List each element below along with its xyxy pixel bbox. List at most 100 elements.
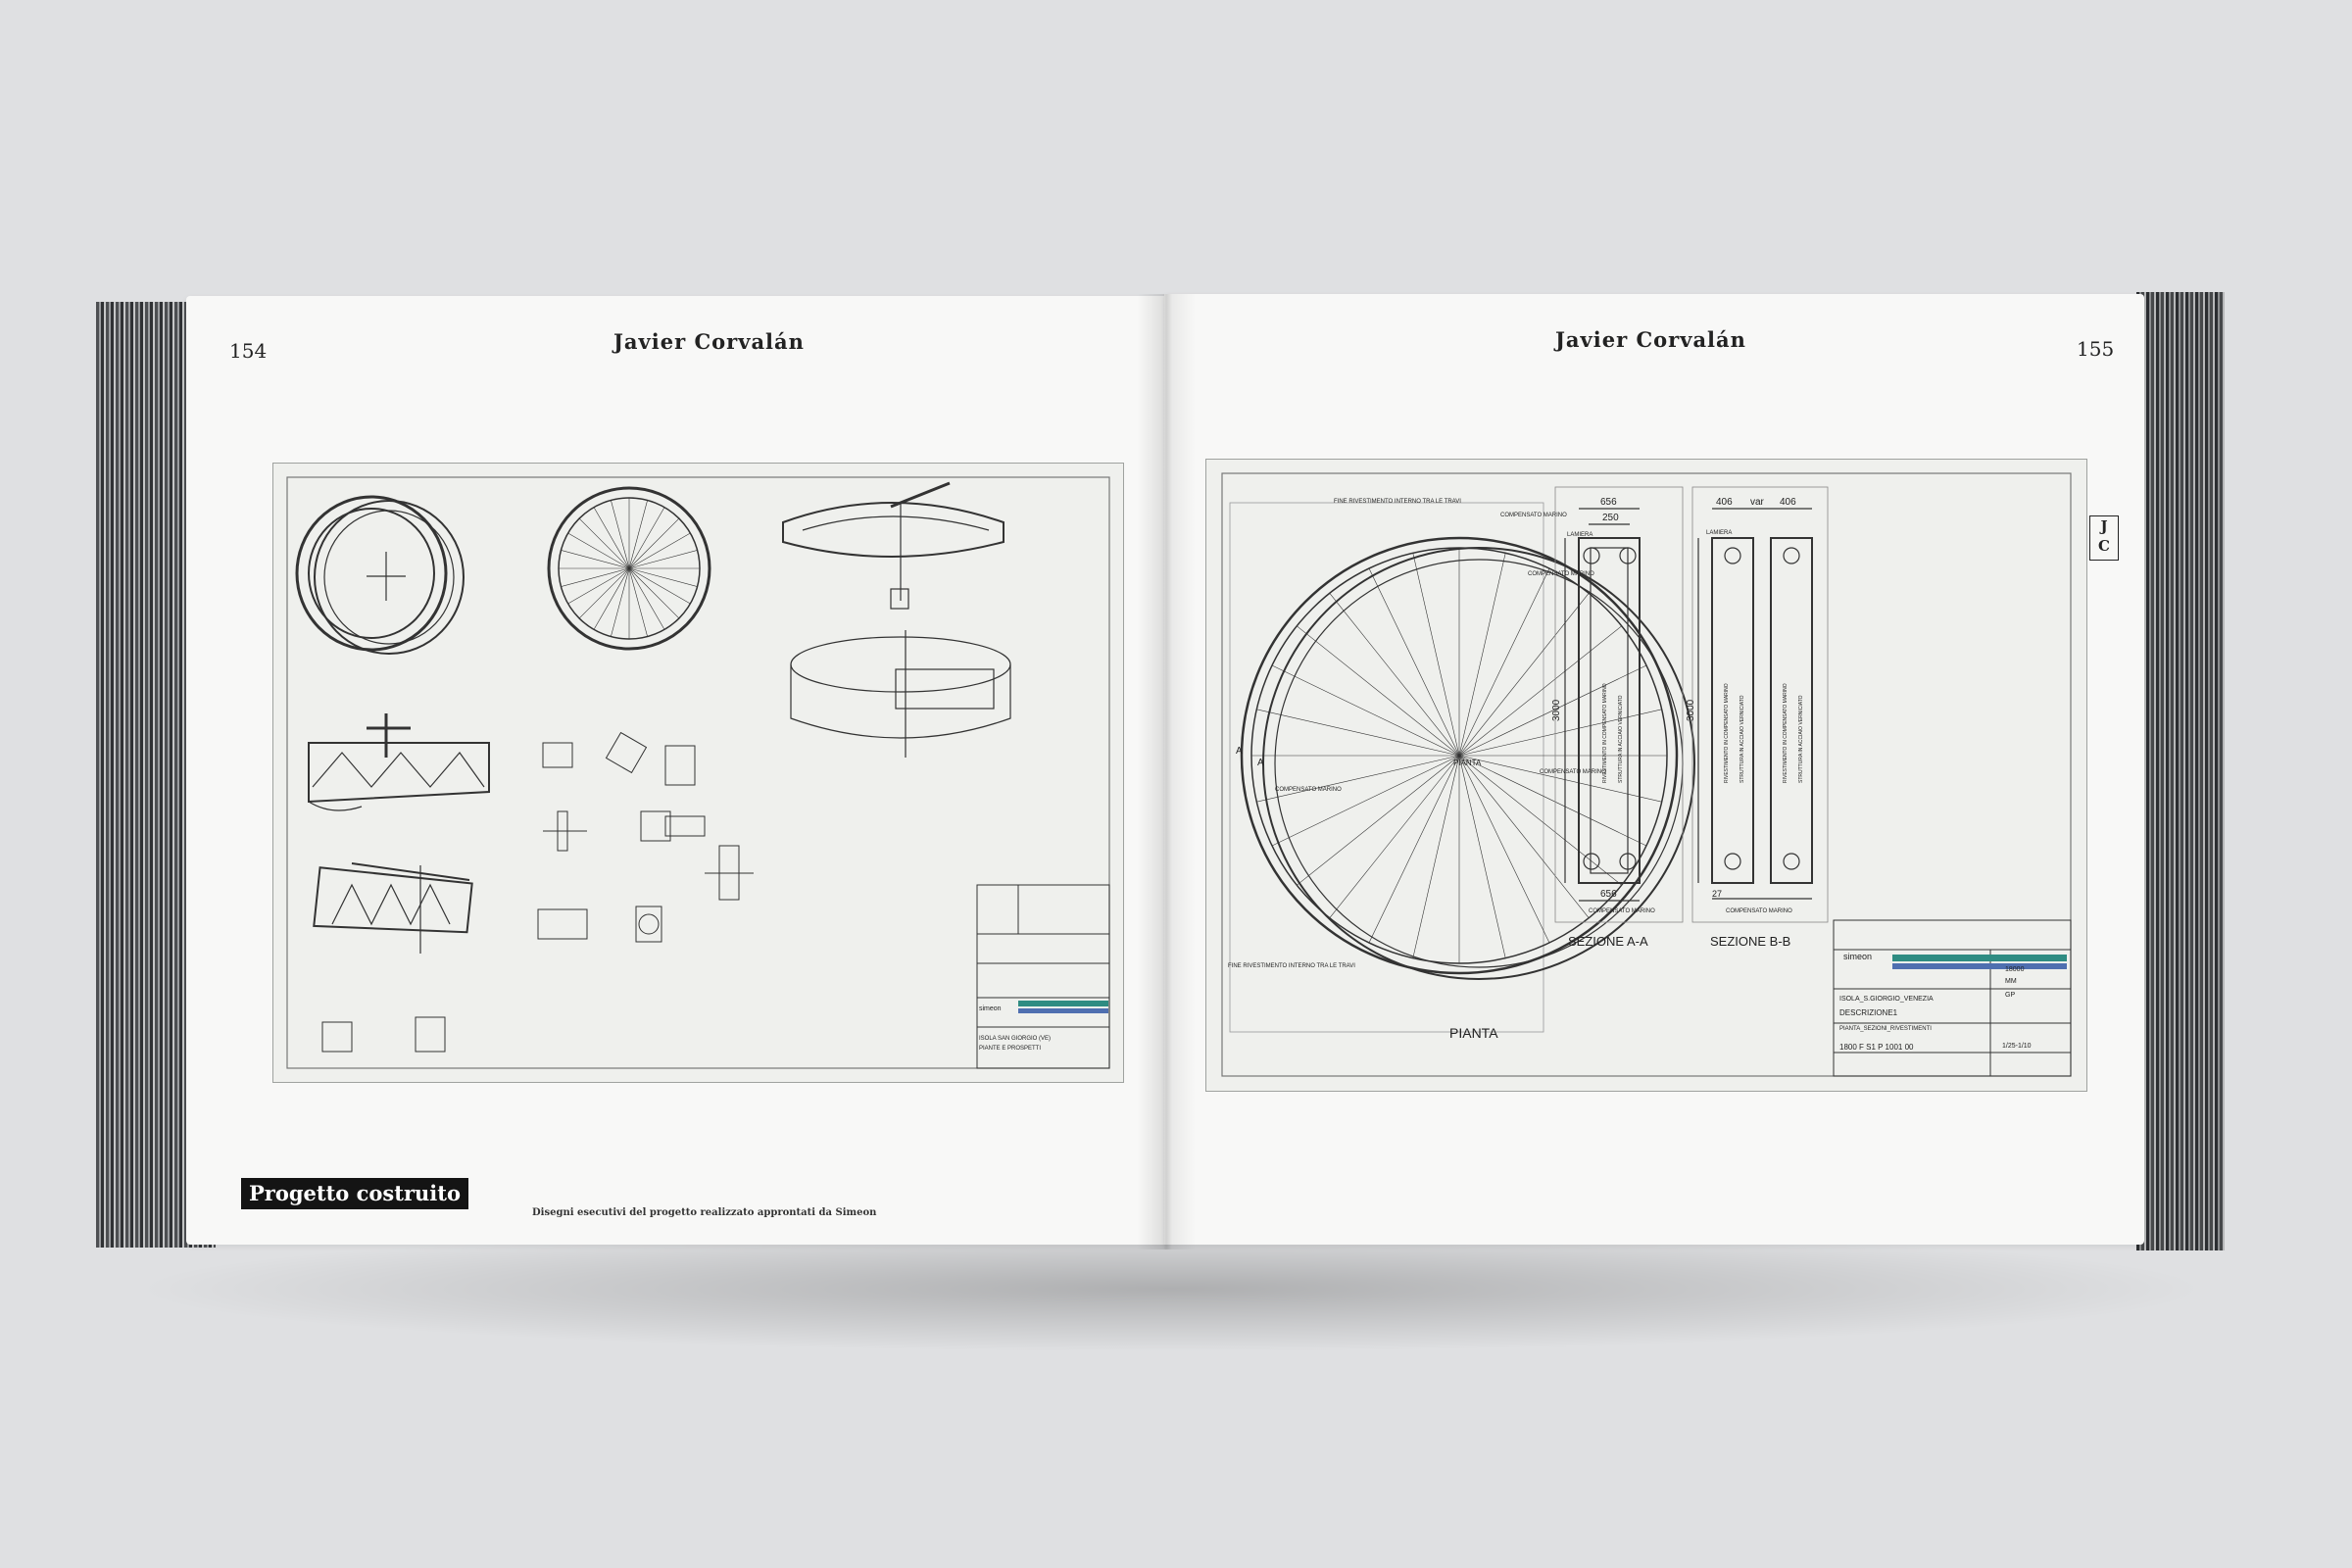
plan-spoke [1256, 709, 1460, 757]
section-aa-frame [1554, 486, 1684, 923]
aa-note-cladding: RIVESTIMENTO IN COMPENSATO MARINO [1602, 683, 1608, 783]
marine-label-3: COMPENSATO MARINO [1540, 769, 1606, 775]
plan-spoke [1329, 755, 1460, 918]
marine-label-4: COMPENSATO MARINO [1275, 787, 1342, 793]
book-shadow [127, 1225, 2215, 1352]
plan-spoke [1271, 755, 1460, 847]
right-title-drawing-number: 1800 F S1 P 1001 00 [1839, 1043, 1914, 1052]
right-running-head: Javier Corvalán [1555, 327, 1746, 352]
section-tag: Progetto costruito [241, 1178, 468, 1209]
plan-spoke [593, 507, 630, 569]
right-title-scale: 1/25-1/10 [2002, 1043, 2032, 1050]
section-bb-frame [1691, 486, 1829, 923]
left-page: 154 Javier Corvalán [186, 296, 1167, 1245]
dim-aa-bottom: 656 [1600, 889, 1617, 900]
section-marker-left: A [1236, 746, 1243, 757]
plan-spoke [1256, 755, 1460, 803]
left-drawing-svg: simeon ISOLA SAN GIORGIO (VE) PIANTE E P… [286, 476, 1110, 1069]
page-edges-right [2136, 292, 2225, 1250]
truss-detail-1 [308, 713, 490, 811]
section-bb [1697, 508, 1813, 900]
plan-spoke [1458, 755, 1622, 886]
marine-label-2: COMPENSATO MARINO [1528, 571, 1594, 577]
dim-bb-small: 27 [1712, 889, 1722, 899]
aa-note-sheet: LAMIERA [1567, 532, 1592, 538]
plan-spoke [611, 567, 630, 637]
dim-bb-left: 406 [1716, 497, 1733, 508]
plan-spoke [1297, 755, 1460, 886]
left-title-block [976, 884, 1110, 1069]
aa-note-steel: STRUTTURA IN ACCIAIO VERNICIATO [1618, 695, 1624, 783]
bb-note-steel: STRUTTURA IN ACCIAIO VERNICIATO [1740, 695, 1745, 783]
plan-spoke [1458, 625, 1622, 757]
plan-spoke [1412, 755, 1460, 958]
plan-spoke [1458, 755, 1506, 958]
aa-note-marine: COMPENSATO MARINO [1589, 908, 1655, 914]
plan-spoke [1458, 593, 1590, 757]
index-box: J C [2089, 515, 2119, 561]
plan-spoke [1368, 755, 1460, 944]
section-bb-title: SEZIONE B-B [1710, 934, 1790, 949]
plan-spoke [628, 567, 665, 630]
right-title-subtitle: PIANTA_SEZIONI_RIVESTIMENTI [1839, 1026, 1932, 1032]
ring-elevation-1 [295, 495, 465, 655]
left-page-number: 154 [229, 339, 268, 363]
inner-cladding-label-top: FINE RIVESTIMENTO INTERNO TRA LE TRAVI [1334, 499, 1461, 505]
plan-spoke [1329, 593, 1460, 757]
plan-spoke [628, 567, 648, 637]
plan-spoke [611, 500, 630, 569]
right-page-number: 155 [2077, 337, 2115, 361]
right-drawing-svg: FINE RIVESTIMENTO INTERNO TRA LE TRAVI C… [1221, 472, 2072, 1077]
plan-spoke [1458, 755, 1590, 918]
plan-spoke [1458, 664, 1647, 757]
plan-spoke [1458, 755, 1662, 803]
joint-details [321, 731, 754, 1053]
plan-spoke [1458, 553, 1506, 757]
plan-spoke [628, 550, 698, 569]
plan-title: PIANTA [1449, 1025, 1498, 1041]
plan-spoke [578, 567, 630, 619]
index-letter-c: C [2098, 537, 2110, 555]
dim-aa-height: 3000 [1551, 699, 1562, 721]
section-aa [1564, 508, 1641, 902]
plan-spoke [1458, 567, 1550, 757]
plan-spoke [628, 532, 691, 569]
left-caption: Disegni esecutivi del progetto realizzat… [532, 1207, 877, 1218]
plan-spoke [1412, 553, 1460, 757]
left-title-site: ISOLA SAN GIORGIO (VE) [979, 1036, 1051, 1042]
right-title-units: MM [2005, 978, 2017, 985]
ring-perspective-top [782, 481, 1004, 610]
plan-spoke [1458, 755, 1550, 944]
dim-bb-var: var [1750, 497, 1765, 508]
plan-spoke [1458, 755, 1647, 847]
right-title-job: 18000 [2005, 966, 2025, 973]
bb-note-cladding: RIVESTIMENTO IN COMPENSATO MARINO [1724, 683, 1730, 783]
plan-spoke [628, 517, 680, 569]
right-title-block [1833, 919, 2072, 1077]
plan-spoke [1271, 664, 1460, 757]
right-title-description: DESCRIZIONE1 [1839, 1008, 1898, 1017]
plan-spoke [561, 550, 630, 569]
plan-centre-label: PIANTA [1453, 759, 1482, 767]
dim-bb-right: 406 [1780, 497, 1796, 508]
section-aa-title: SEZIONE A-A [1568, 934, 1648, 949]
plan-spoke [628, 567, 680, 619]
marine-label-1: COMPENSATO MARINO [1500, 513, 1567, 518]
right-page: Javier Corvalán 155 J C [1164, 294, 2144, 1245]
right-title-site: ISOLA_S.GIORGIO_VENEZIA [1839, 996, 1934, 1003]
plan-spoke [628, 507, 665, 569]
right-title-author: GP [2005, 992, 2015, 999]
plan-spoke [628, 567, 691, 605]
bb-note-steel-2: STRUTTURA IN ACCIAIO VERNICIATO [1798, 695, 1804, 783]
bb-note-cladding-2: RIVESTIMENTO IN COMPENSATO MARINO [1783, 683, 1788, 783]
ring-perspective-bottom [790, 630, 1011, 758]
left-technical-drawing: simeon ISOLA SAN GIORGIO (VE) PIANTE E P… [272, 463, 1124, 1083]
left-title-title: PIANTE E PROSPETTI [979, 1046, 1041, 1052]
plan-spoke [567, 532, 630, 569]
dim-aa-width: 656 [1600, 497, 1617, 508]
dim-bb-height: 3000 [1686, 699, 1696, 721]
left-running-head: Javier Corvalán [613, 329, 805, 354]
dim-aa-inner: 250 [1602, 513, 1619, 523]
plan-spoke [1297, 625, 1460, 757]
section-marker-right: A [1257, 758, 1264, 768]
